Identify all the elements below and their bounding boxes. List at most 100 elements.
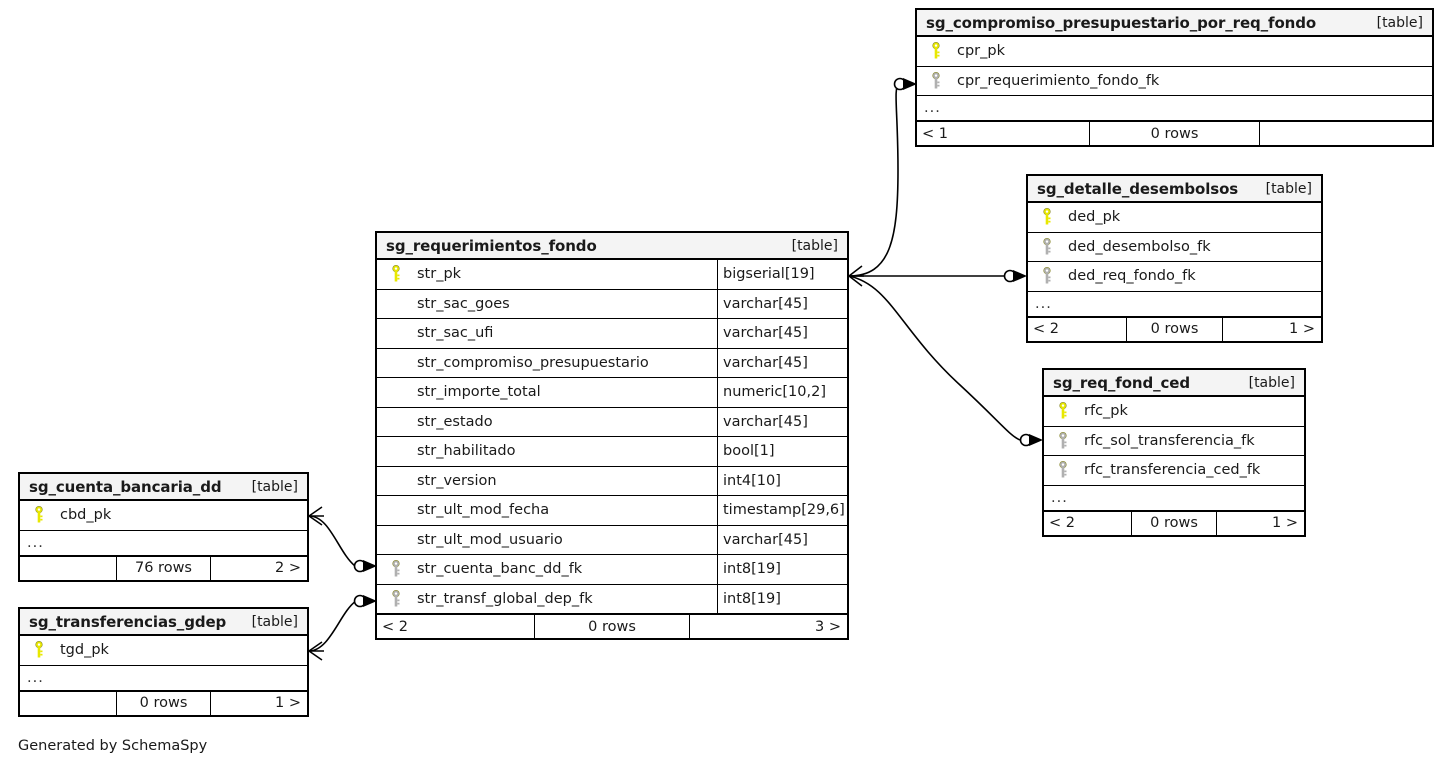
table-footer-sg_req_fond_ced: < 2 0 rows 1 >	[1044, 510, 1304, 535]
footer-parents-count: < 2	[1049, 515, 1075, 531]
primary-key-icon	[28, 641, 50, 659]
column-name-cell: str_sac_goes	[377, 290, 717, 319]
foreign-key-icon	[1052, 431, 1074, 450]
table-header-sg_compromiso_presupuestario_por_req_fondo: sg_compromiso_presupuestario_por_req_fon…	[917, 10, 1432, 37]
column-row[interactable]: cbd_pk	[20, 501, 307, 531]
column-name: str_ult_mod_fecha	[417, 502, 550, 519]
column-row[interactable]: str_version int4[10]	[377, 466, 847, 496]
column-name-cell: str_ult_mod_usuario	[377, 526, 717, 555]
column-name: str_importe_total	[417, 384, 541, 401]
column-name: cpr_pk	[957, 43, 1005, 60]
column-name-cell: str_estado	[377, 408, 717, 437]
column-type-cell: varchar[45]	[717, 319, 847, 348]
foreign-key-icon	[925, 71, 947, 90]
table-sg_requerimientos_fondo[interactable]: sg_requerimientos_fondo[table] str_pk bigs…	[375, 231, 849, 640]
footer-children-count: 2 >	[275, 560, 301, 576]
column-name-cell: str_habilitado	[377, 437, 717, 466]
table-title: sg_cuenta_bancaria_dd	[29, 477, 222, 496]
more-columns-ellipsis[interactable]: ...	[1028, 292, 1321, 317]
column-row[interactable]: rfc_sol_transferencia_fk	[1044, 427, 1304, 456]
foreign-key-icon	[1052, 461, 1074, 479]
table-kind-label: [table]	[251, 613, 298, 630]
column-row[interactable]: cpr_pk	[917, 37, 1432, 67]
column-row[interactable]: str_ult_mod_usuario varchar[45]	[377, 525, 847, 555]
column-name: ded_desembolso_fk	[1068, 238, 1211, 255]
column-name-cell: ded_pk	[1028, 203, 1321, 232]
column-type-cell: bigserial[19]	[717, 260, 847, 289]
crowfoot-cuenta	[308, 506, 324, 526]
footer-children-count: 3 >	[815, 618, 841, 635]
column-name: str_pk	[417, 266, 462, 283]
column-row[interactable]: cpr_requerimiento_fondo_fk	[917, 67, 1432, 96]
column-name-cell: cpr_requerimiento_fondo_fk	[917, 67, 1432, 96]
column-row[interactable]: ded_desembolso_fk	[1028, 233, 1321, 262]
table-title: sg_requerimientos_fondo	[386, 236, 597, 255]
table-header-sg_req_fond_ced: sg_req_fond_ced[table]	[1044, 370, 1304, 397]
schemaspy-credit: Generated by SchemaSpy	[18, 738, 208, 754]
table-sg_detalle_desembolsos[interactable]: sg_detalle_desembolsos[table]ded_pk ded_d…	[1026, 174, 1323, 343]
column-name-cell: str_version	[377, 467, 717, 496]
column-name-cell: cpr_pk	[917, 37, 1432, 66]
column-row[interactable]: str_compromiso_presupuestario varchar[45]	[377, 348, 847, 378]
column-name: rfc_transferencia_ced_fk	[1084, 462, 1261, 479]
column-type-cell: bool[1]	[717, 437, 847, 466]
column-row[interactable]: str_ult_mod_fecha timestamp[29,6]	[377, 496, 847, 526]
column-name-cell: str_pk	[377, 260, 717, 289]
column-name: str_sac_goes	[417, 295, 510, 312]
column-type: varchar[45]	[723, 354, 808, 371]
foreign-key-icon	[1036, 237, 1058, 256]
column-type: timestamp[29,6]	[723, 502, 845, 519]
more-columns-ellipsis[interactable]: ...	[917, 96, 1432, 121]
column-type: bigserial[19]	[723, 266, 815, 283]
more-columns-ellipsis[interactable]: ...	[20, 531, 307, 556]
primary-key-icon	[28, 506, 50, 524]
column-type: varchar[45]	[723, 531, 808, 548]
column-row[interactable]: ded_req_fondo_fk	[1028, 262, 1321, 292]
table-sg_compromiso_presupuestario_por_req_fondo[interactable]: sg_compromiso_presupuestario_por_req_fon…	[915, 8, 1434, 147]
footer-children-count: 1 >	[1272, 515, 1298, 531]
foreign-key-icon	[1036, 267, 1058, 285]
table-sg_cuenta_bancaria_dd[interactable]: sg_cuenta_bancaria_dd[table]cbd_pk...76 …	[18, 472, 309, 582]
footer-row-count: 0 rows	[1131, 511, 1217, 535]
table-header-sg_transferencias_gdep: sg_transferencias_gdep[table]	[20, 609, 307, 636]
table-header-sg_detalle_desembolsos: sg_detalle_desembolsos[table]	[1028, 176, 1321, 203]
column-name: str_version	[417, 472, 497, 489]
column-type: int8[19]	[723, 561, 781, 578]
column-row[interactable]: rfc_pk	[1044, 397, 1304, 427]
footer-row-count: 0 rows	[1089, 122, 1260, 145]
endpoint-circle-req-cuenta	[353, 559, 367, 573]
more-columns-ellipsis[interactable]: ...	[1044, 486, 1304, 511]
column-name: cbd_pk	[60, 507, 112, 524]
table-sg_req_fond_ced[interactable]: sg_req_fond_ced[table]rfc_pk rfc_sol_tran…	[1042, 368, 1306, 537]
footer-parents-count: < 1	[922, 125, 948, 142]
footer-row-count: 0 rows	[534, 615, 690, 638]
column-type-cell: timestamp[29,6]	[717, 496, 847, 525]
footer-children-count: 1 >	[275, 695, 301, 711]
column-name-cell: str_sac_ufi	[377, 319, 717, 348]
more-columns-ellipsis[interactable]: ...	[20, 666, 307, 691]
column-name-cell: ded_req_fondo_fk	[1028, 262, 1321, 291]
column-row[interactable]: tgd_pk	[20, 636, 307, 666]
table-sg_transferencias_gdep[interactable]: sg_transferencias_gdep[table]tgd_pk...0 …	[18, 607, 309, 717]
column-name-cell: str_compromiso_presupuestario	[377, 349, 717, 378]
column-name-cell: ded_desembolso_fk	[1028, 233, 1321, 262]
column-row[interactable]: str_pk bigserial[19]	[377, 260, 847, 290]
column-row[interactable]: ded_pk	[1028, 203, 1321, 233]
table-title: sg_req_fond_ced	[1053, 373, 1191, 392]
column-row[interactable]: rfc_transferencia_ced_fk	[1044, 456, 1304, 486]
footer-parents-count	[20, 557, 116, 580]
table-header-sg_requerimientos_fondo: sg_requerimientos_fondo[table]	[377, 233, 847, 260]
table-title: sg_compromiso_presupuestario_por_req_fon…	[926, 13, 1317, 32]
column-type-cell: int4[10]	[717, 466, 847, 495]
column-name: rfc_sol_transferencia_fk	[1084, 432, 1255, 449]
